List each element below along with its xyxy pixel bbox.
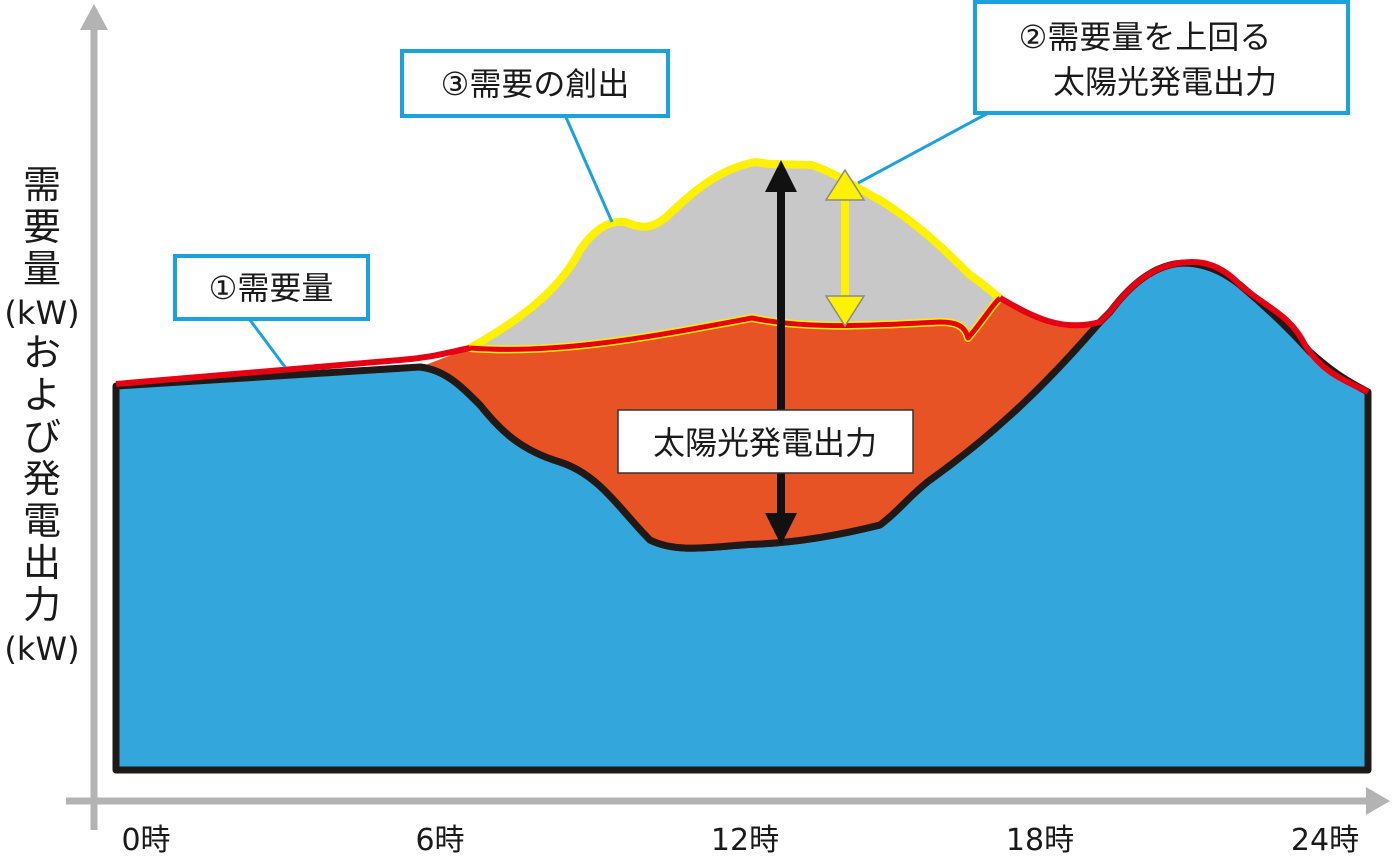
y-label-char-7: 発 — [23, 457, 61, 501]
demand-line-mid — [469, 296, 1002, 352]
x-tick-labels: 0時 6時 12時 18時 24時 — [121, 823, 1359, 857]
x-tick-6: 6時 — [415, 823, 464, 857]
y-axis-arrowhead — [80, 4, 108, 30]
x-tick-24: 24時 — [1291, 823, 1359, 857]
y-label-char-8: 電 — [23, 499, 61, 543]
y-label-char-2: 量 — [23, 247, 61, 291]
y-label-char-0: 需 — [23, 163, 61, 207]
x-tick-12: 12時 — [711, 823, 779, 857]
creation-callout: ③需要の創出 — [400, 49, 670, 118]
creation-callout-text: ③需要の創出 — [441, 65, 630, 103]
x-tick-18: 18時 — [1006, 823, 1074, 857]
y-label-char-6: び — [23, 415, 61, 459]
x-tick-0: 0時 — [121, 823, 170, 857]
y-axis-label: 需 要 量 (kW) お よ び 発 電 出 力 (kW) — [4, 163, 79, 668]
y-label-char-9: 出 — [23, 541, 61, 585]
excess-callout-line1: ②需要量を上回る — [1019, 18, 1272, 56]
y-label-char-11: (kW) — [4, 630, 79, 668]
y-label-char-5: よ — [23, 373, 61, 417]
y-label-char-3: (kW) — [4, 294, 79, 332]
demand-callout: ①需要量 — [173, 254, 370, 321]
demand-line — [115, 259, 1370, 395]
creation-callout-leader — [563, 114, 614, 223]
solar-label: 太陽光発電出力 — [617, 409, 914, 474]
base-upper-outline — [419, 319, 1103, 552]
excess-callout-line2: 太陽光発電出力 — [1053, 63, 1277, 101]
y-label-char-10: 力 — [23, 583, 61, 627]
excess-callout-leader — [857, 110, 991, 185]
x-axis-arrowhead — [1366, 787, 1390, 815]
axes — [66, 4, 1390, 830]
y-label-char-4: お — [23, 331, 61, 375]
y-label-char-1: 要 — [23, 205, 61, 249]
demand-callout-text: ①需要量 — [209, 269, 334, 307]
demand-callout-leader — [248, 319, 287, 368]
excess-arrow — [824, 168, 866, 328]
excess-callout: ②需要量を上回る 太陽光発電出力 — [973, 0, 1350, 115]
solar-label-text: 太陽光発電出力 — [653, 424, 877, 462]
